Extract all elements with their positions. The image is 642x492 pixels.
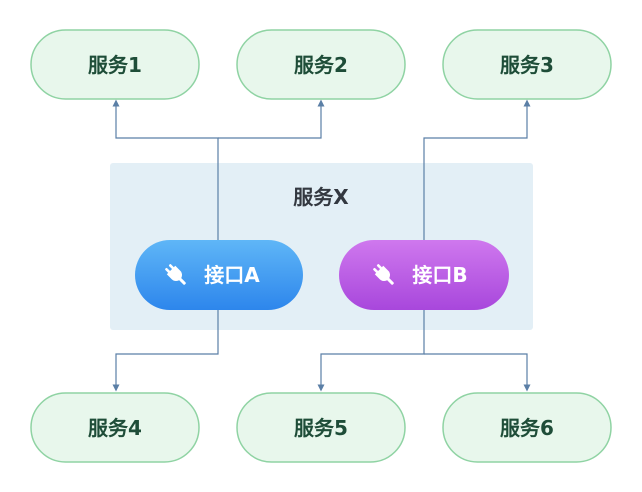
- interface-b: 接口B: [339, 240, 509, 310]
- service-node-6-label: 服务6: [500, 416, 554, 440]
- service-node-1-label: 服务1: [88, 53, 142, 77]
- connector-a-to-service-2: [218, 99, 325, 139]
- service-node-5-label: 服务5: [294, 416, 348, 440]
- service-node-5: 服务5: [236, 392, 406, 463]
- service-node-3: 服务3: [442, 29, 612, 100]
- service-node-2: 服务2: [236, 29, 406, 100]
- interface-a-label: 接口A: [204, 263, 260, 287]
- service-node-3-label: 服务3: [500, 53, 554, 77]
- plug-icon: [165, 264, 186, 285]
- connectors: [112, 99, 531, 392]
- connector-b-to-service-5: [317, 310, 425, 392]
- connector-a-to-service-1: [112, 99, 219, 240]
- service-node-4: 服务4: [30, 392, 200, 463]
- connector-b-to-service-3: [423, 99, 531, 240]
- plug-icon: [373, 264, 394, 285]
- interface-b-label: 接口B: [412, 263, 467, 287]
- service-node-4-label: 服务4: [88, 416, 142, 440]
- service-x-label: 服务X: [293, 185, 349, 209]
- service-node-6: 服务6: [442, 392, 612, 463]
- interface-a: 接口A: [135, 240, 303, 310]
- connector-b-to-service-6: [424, 353, 531, 392]
- service-node-2-label: 服务2: [294, 53, 348, 77]
- service-node-1: 服务1: [30, 29, 200, 100]
- connector-a-to-service-4: [112, 310, 219, 392]
